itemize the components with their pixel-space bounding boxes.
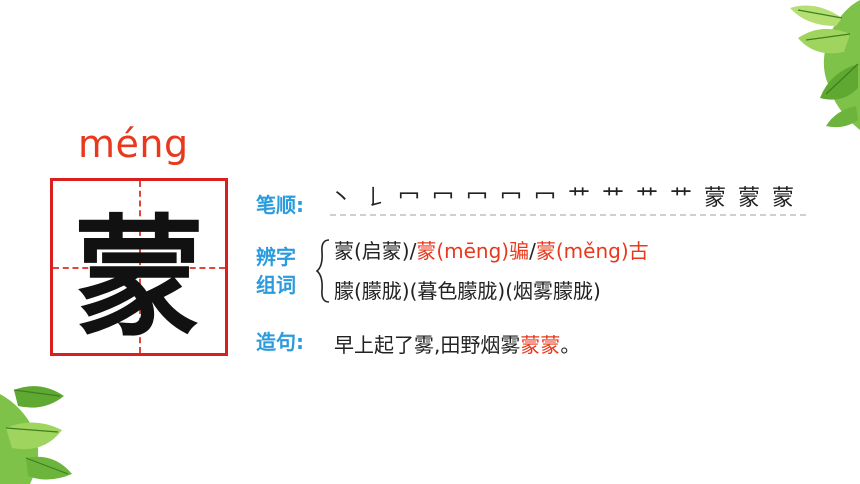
stroke-step: 蒙 <box>772 186 795 211</box>
stroke-order-label: 笔顺: <box>256 193 304 217</box>
word-line-2: 朦(朦胧)(暮色朦胧)(烟雾朦胧) <box>334 279 601 303</box>
stroke-step: 艹 <box>670 186 693 211</box>
word-char-red: 蒙 <box>416 239 437 263</box>
character-grid-box: 蒙 <box>50 178 228 356</box>
stroke-order-row: 丶 𠄌 冖 冖 冖 冖 冖 艹 艹 艹 艹 蒙 蒙 蒙 <box>330 182 806 222</box>
pinyin-meng1: (mēng) <box>436 239 510 263</box>
word-line-1: 蒙(启蒙)/蒙(mēng)骗/蒙(měng)古 <box>334 238 649 264</box>
stroke-step: 冖 <box>466 186 489 211</box>
stroke-step: 艹 <box>602 186 625 211</box>
stroke-step: 蒙 <box>704 186 727 211</box>
main-character: 蒙 <box>73 201 204 354</box>
sentence-text: 早上起了雾,田野烟雾 <box>334 333 521 357</box>
stroke-step: 艹 <box>636 186 659 211</box>
word-char-red: 古 <box>628 239 649 263</box>
stroke-step: 艹 <box>568 186 591 211</box>
stroke-step: 冖 <box>432 186 455 211</box>
sentence-label: 造句: <box>256 330 304 354</box>
leaf-decoration-bottom-left <box>0 386 72 484</box>
leaf-decoration-top-right <box>790 0 860 130</box>
word-char-red: 骗 <box>509 239 530 263</box>
word-phrase: (启蒙)/ <box>354 239 417 263</box>
word-char-red: 蒙 <box>535 239 556 263</box>
distinguish-label: 辨字 <box>256 245 296 269</box>
stroke-step: 冖 <box>398 186 421 211</box>
stroke-step: 冖 <box>534 186 557 211</box>
pinyin-label: méng <box>78 122 189 166</box>
example-sentence: 早上起了雾,田野烟雾蒙蒙。 <box>334 332 580 358</box>
stroke-step: 丶 <box>330 186 353 211</box>
word-group-label: 组词 <box>256 273 296 297</box>
separator: / <box>529 239 536 263</box>
grid-horizontal-guide <box>53 267 225 269</box>
stroke-step: 蒙 <box>738 186 761 211</box>
pinyin-meng3: (měng) <box>555 239 629 263</box>
sentence-highlight: 蒙蒙 <box>520 333 561 357</box>
word-char: 蒙 <box>334 239 354 263</box>
stroke-step: 𠄌 <box>364 186 387 211</box>
stroke-step: 冖 <box>500 186 523 211</box>
curly-brace <box>316 239 330 303</box>
stroke-guide-line <box>330 214 806 216</box>
sentence-end: 。 <box>560 333 581 357</box>
